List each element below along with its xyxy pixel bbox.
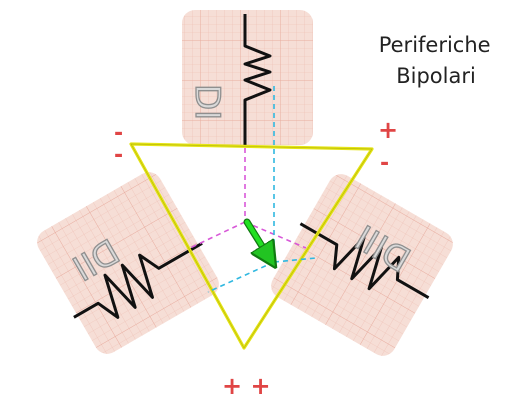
polarity-top-left-upper: - [114, 121, 123, 146]
lead-i-waveform [243, 14, 272, 145]
polarity-top-right-upper: + [378, 116, 398, 144]
polarity-top-left-lower: - [114, 143, 123, 168]
magenta-projection-lead-iii [244, 221, 307, 249]
magenta-projection-lead-ii [189, 221, 246, 249]
diagram-title: Periferiche Bipolari [379, 33, 498, 88]
title-line-1: Periferiche [379, 33, 491, 57]
title-line-2: Bipolari [396, 64, 476, 88]
lead-i-label: DI [187, 84, 227, 120]
lead-iii-waveform [299, 222, 430, 299]
lead-iii-ecg-paper: DIII [271, 174, 453, 356]
cyan-projection-lead-iii [273, 257, 317, 263]
polarity-bottom: + + [222, 372, 271, 400]
polarity-top-right-lower: - [380, 151, 389, 176]
lead-i-ecg-paper: DI [182, 10, 313, 145]
lead-ii-waveform [73, 242, 203, 319]
polarity-signs: - - + - + + [114, 116, 398, 400]
